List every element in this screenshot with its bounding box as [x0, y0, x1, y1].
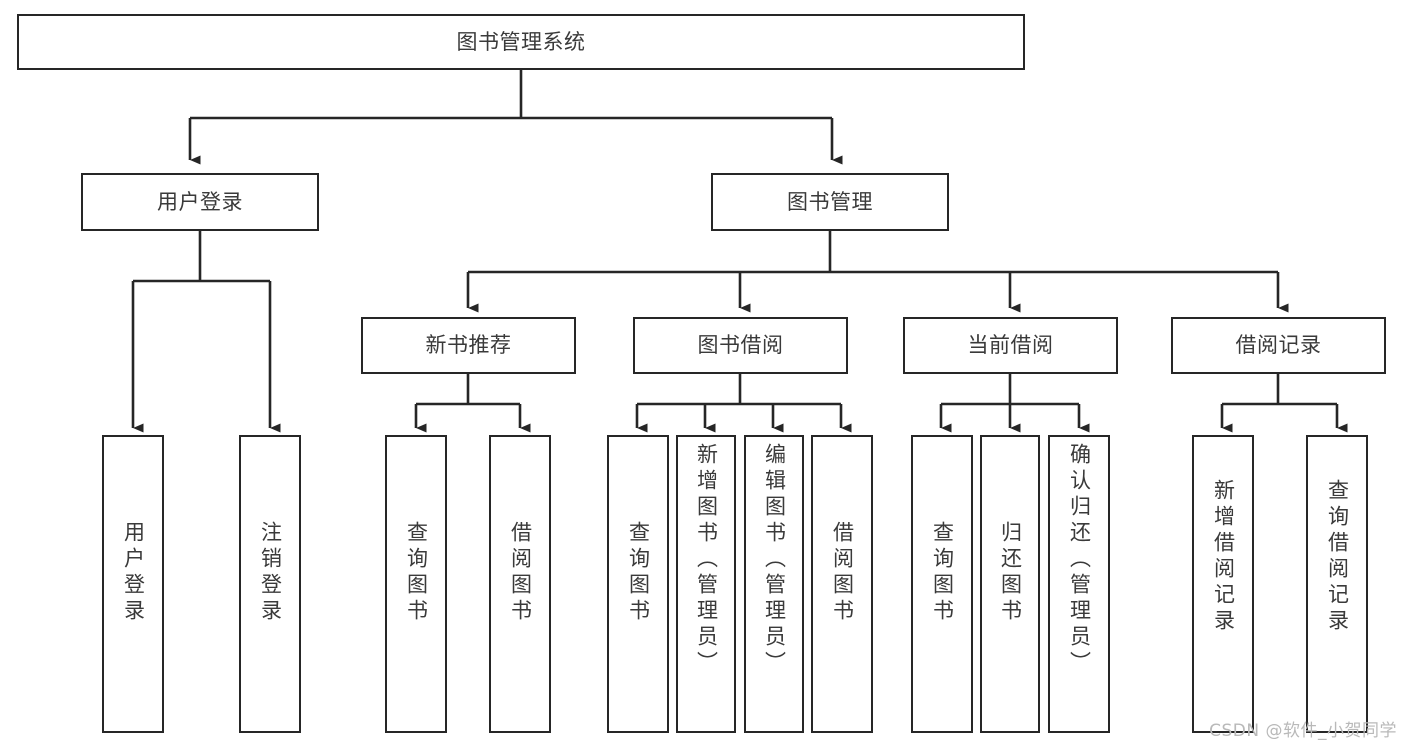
node-label: 图书管理: [787, 189, 873, 214]
leaf-return-book[interactable]: 归还图书: [980, 435, 1040, 733]
node-label: 查询借阅记录: [1325, 479, 1350, 635]
node-label: 用户登录: [121, 521, 146, 625]
leaf-edit-book[interactable]: 编辑图书（管理员）: [744, 435, 804, 733]
node-label: 图书借阅: [697, 333, 784, 358]
node-book-borrow[interactable]: 图书借阅: [633, 317, 848, 374]
node-label: 当前借阅: [967, 333, 1054, 358]
node-label: 确认归还（管理员）: [1067, 443, 1092, 677]
node-label: 借阅图书: [508, 521, 533, 625]
node-label: 借阅记录: [1235, 333, 1322, 358]
leaf-borrow-book-recommend[interactable]: 借阅图书: [489, 435, 551, 733]
node-label: 查询图书: [404, 521, 429, 625]
node-label: 借阅图书: [830, 521, 855, 625]
leaf-query-book-recommend[interactable]: 查询图书: [385, 435, 447, 733]
node-root-system[interactable]: 图书管理系统: [17, 14, 1025, 70]
node-current-borrow[interactable]: 当前借阅: [903, 317, 1118, 374]
leaf-user-login[interactable]: 用户登录: [102, 435, 164, 733]
node-book-manage[interactable]: 图书管理: [711, 173, 949, 231]
node-label: 新书推荐: [425, 333, 512, 358]
leaf-borrow-book-borrow[interactable]: 借阅图书: [811, 435, 873, 733]
node-label: 查询图书: [626, 521, 651, 625]
node-borrow-record[interactable]: 借阅记录: [1171, 317, 1386, 374]
node-label: 编辑图书（管理员）: [762, 443, 787, 677]
node-new-book-recommend[interactable]: 新书推荐: [361, 317, 576, 374]
node-label: 新增图书（管理员）: [694, 443, 719, 677]
leaf-query-borrow-record[interactable]: 查询借阅记录: [1306, 435, 1368, 733]
node-label: 归还图书: [998, 521, 1023, 625]
leaf-confirm-return[interactable]: 确认归还（管理员）: [1048, 435, 1110, 733]
csdn-watermark: CSDN @软件_小贺同学: [1209, 721, 1397, 741]
node-label: 新增借阅记录: [1211, 479, 1236, 635]
node-label: 查询图书: [930, 521, 955, 625]
leaf-query-book-current[interactable]: 查询图书: [911, 435, 973, 733]
leaf-query-book-borrow[interactable]: 查询图书: [607, 435, 669, 733]
leaf-add-book[interactable]: 新增图书（管理员）: [676, 435, 736, 733]
leaf-logout-login[interactable]: 注销登录: [239, 435, 301, 733]
node-label: 图书管理系统: [456, 29, 586, 54]
node-user-login[interactable]: 用户登录: [81, 173, 319, 231]
leaf-add-borrow-record[interactable]: 新增借阅记录: [1192, 435, 1254, 733]
node-label: 注销登录: [258, 521, 283, 625]
node-label: 用户登录: [157, 189, 243, 214]
